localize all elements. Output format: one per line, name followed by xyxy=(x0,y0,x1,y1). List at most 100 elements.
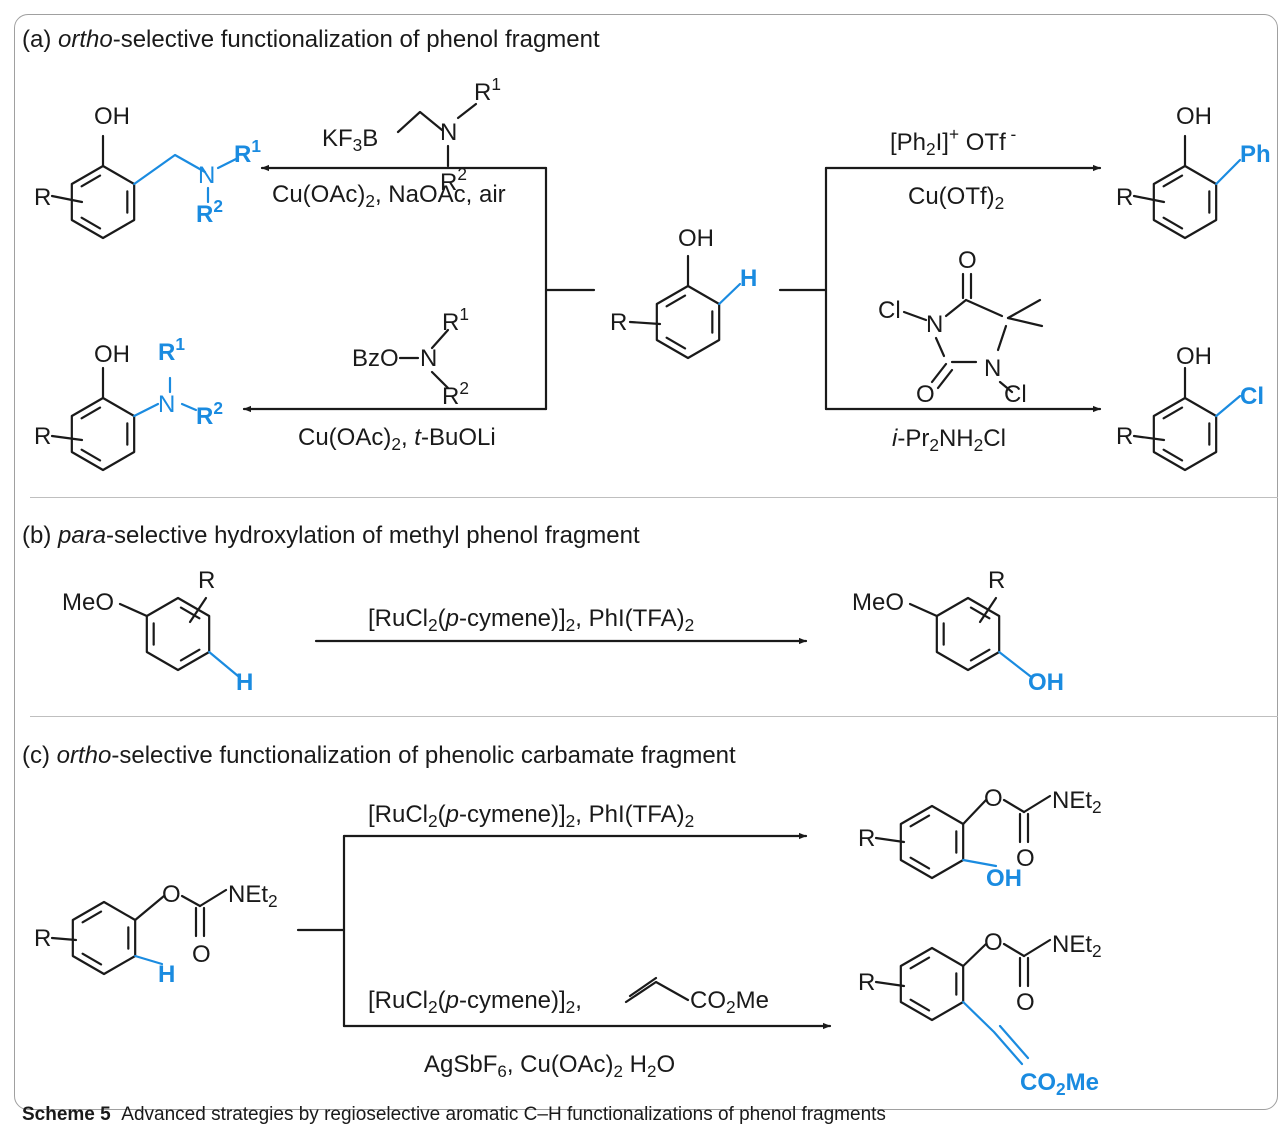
c-oh-bond xyxy=(962,858,998,868)
n-cl-bond xyxy=(902,310,928,322)
aromatic-bond xyxy=(1162,448,1184,462)
r-substituent-bond xyxy=(874,980,906,988)
kf3b-label: KF3​B xyxy=(322,125,378,155)
c-n-bond xyxy=(198,888,228,908)
co2me-label: CO2​Me xyxy=(1020,1069,1099,1099)
r-substituent-bond xyxy=(50,434,84,442)
r-substituent-bond xyxy=(1132,194,1166,204)
n-label: N xyxy=(158,391,175,418)
r-label: R xyxy=(34,423,51,450)
o-c-bond xyxy=(180,894,202,908)
vinyl-double-bond xyxy=(998,1024,1030,1060)
ring-a4 xyxy=(1152,396,1218,472)
net2-label: NEt2​ xyxy=(1052,787,1102,817)
n-label: N xyxy=(198,162,215,189)
caption-text: Advanced strategies by regioselective ar… xyxy=(121,1104,886,1125)
r2-label: R2​ xyxy=(440,164,467,196)
h-label: H xyxy=(740,265,757,292)
n-label: N xyxy=(984,355,1001,382)
aromatic-bond xyxy=(81,910,103,924)
section-a-label: (a) xyxy=(22,26,58,53)
methyl-bond xyxy=(1006,298,1042,320)
section-c-text: -selective functionalization of phenolic… xyxy=(111,742,736,769)
aromatic-bond xyxy=(909,814,931,828)
meo-label: MeO xyxy=(62,589,114,616)
section-a-emphasis: ortho xyxy=(58,26,113,53)
oh-label: OH xyxy=(678,225,714,252)
n-label: N xyxy=(440,119,457,146)
r1-label: R1​ xyxy=(442,304,469,336)
hydroxylation-conditions: [RuCl2​(p-cymene)]2​, PhI(TFA)2​ xyxy=(368,605,694,635)
oh-label: OH xyxy=(986,865,1022,892)
aromatic-bond xyxy=(1162,406,1184,420)
scheme-frame xyxy=(14,14,1278,1110)
r-substituent-bond xyxy=(1132,434,1166,442)
aromatic-bond xyxy=(665,336,687,350)
aromatic-bond xyxy=(909,856,931,870)
aromatic-bond xyxy=(80,174,102,188)
c-hydroxylation-conditions: [RuCl2​(p-cymene)]2​, PhI(TFA)2​ xyxy=(368,801,694,831)
ring-bond xyxy=(944,298,968,318)
amination-conditions: Cu(OAc)2​, t-BuOLi xyxy=(298,424,496,454)
oh-label: OH xyxy=(1028,669,1064,696)
h-label: H xyxy=(236,669,253,696)
oh-label: OH xyxy=(94,103,130,130)
r2-label: R2​ xyxy=(442,378,469,410)
aromatic-bond xyxy=(665,294,687,308)
bond-layer xyxy=(50,102,1242,1066)
carbonyl-bond xyxy=(930,362,948,384)
bzo-label: BzO xyxy=(352,345,399,372)
aromatic-bond xyxy=(80,216,102,230)
section-c-emphasis: ortho xyxy=(56,742,112,769)
r-label: R xyxy=(988,567,1005,594)
section-a-text: -selective functionalization of phenol f… xyxy=(112,26,600,53)
ring-center xyxy=(655,284,721,360)
n-r1-bond xyxy=(456,102,478,120)
ring-bond xyxy=(934,336,946,358)
alkenylation-additives: AgSbF6​, Cu(OAc)2​ H2​O xyxy=(424,1051,675,1081)
h-label: H xyxy=(158,961,175,988)
oh-label: OH xyxy=(1176,103,1212,130)
ring-o-bond xyxy=(962,798,988,826)
cl-label: Cl xyxy=(1240,383,1264,410)
aromatic-bond xyxy=(909,998,931,1012)
acrylate-double-bond xyxy=(628,976,658,998)
cl-label: Cl xyxy=(878,297,901,324)
c-ph-bond xyxy=(1215,158,1242,186)
r-label: R xyxy=(1116,423,1133,450)
c-n-bond xyxy=(1022,794,1052,814)
ring-n-bond xyxy=(133,402,160,418)
caption-label: Scheme 5 xyxy=(22,1104,111,1125)
vinyl-bond xyxy=(962,1000,1024,1066)
aromatic-bond xyxy=(80,448,102,462)
ring-a2 xyxy=(70,396,136,472)
r1-label: R1​ xyxy=(234,136,261,168)
n-r1-bond xyxy=(216,156,240,170)
ring-c2 xyxy=(899,804,965,880)
oh-label: OH xyxy=(94,341,130,368)
ring-bond xyxy=(996,324,1008,352)
o-label: O xyxy=(958,247,977,274)
b-ch2-bond xyxy=(396,110,444,134)
r-substituent-bond xyxy=(50,194,84,204)
aromatic-bond xyxy=(969,648,991,662)
r-substituent-bond xyxy=(874,836,906,844)
section-b-text: -selective hydroxylation of methyl pheno… xyxy=(106,522,640,549)
ring-o-bond xyxy=(962,942,988,968)
methyl-bond xyxy=(1006,316,1044,328)
n-cl-bond xyxy=(998,380,1014,394)
section-b-label: (b) xyxy=(22,522,58,549)
o-ring-bond xyxy=(908,602,938,618)
co2me-label: CO2​Me xyxy=(690,987,769,1017)
r-substituent-bond xyxy=(188,596,208,624)
ring-o-bond xyxy=(134,894,166,922)
ch2-n-bond xyxy=(133,153,207,186)
aromatic-bond xyxy=(179,606,201,620)
r-label: R xyxy=(34,184,51,211)
meo-label: MeO xyxy=(852,589,904,616)
scheme-caption: Scheme 5 Advanced strategies by regiosel… xyxy=(22,1104,886,1126)
ring-c1 xyxy=(71,900,137,976)
section-b-emphasis: para xyxy=(58,522,107,549)
ph-label: Ph xyxy=(1240,141,1271,168)
